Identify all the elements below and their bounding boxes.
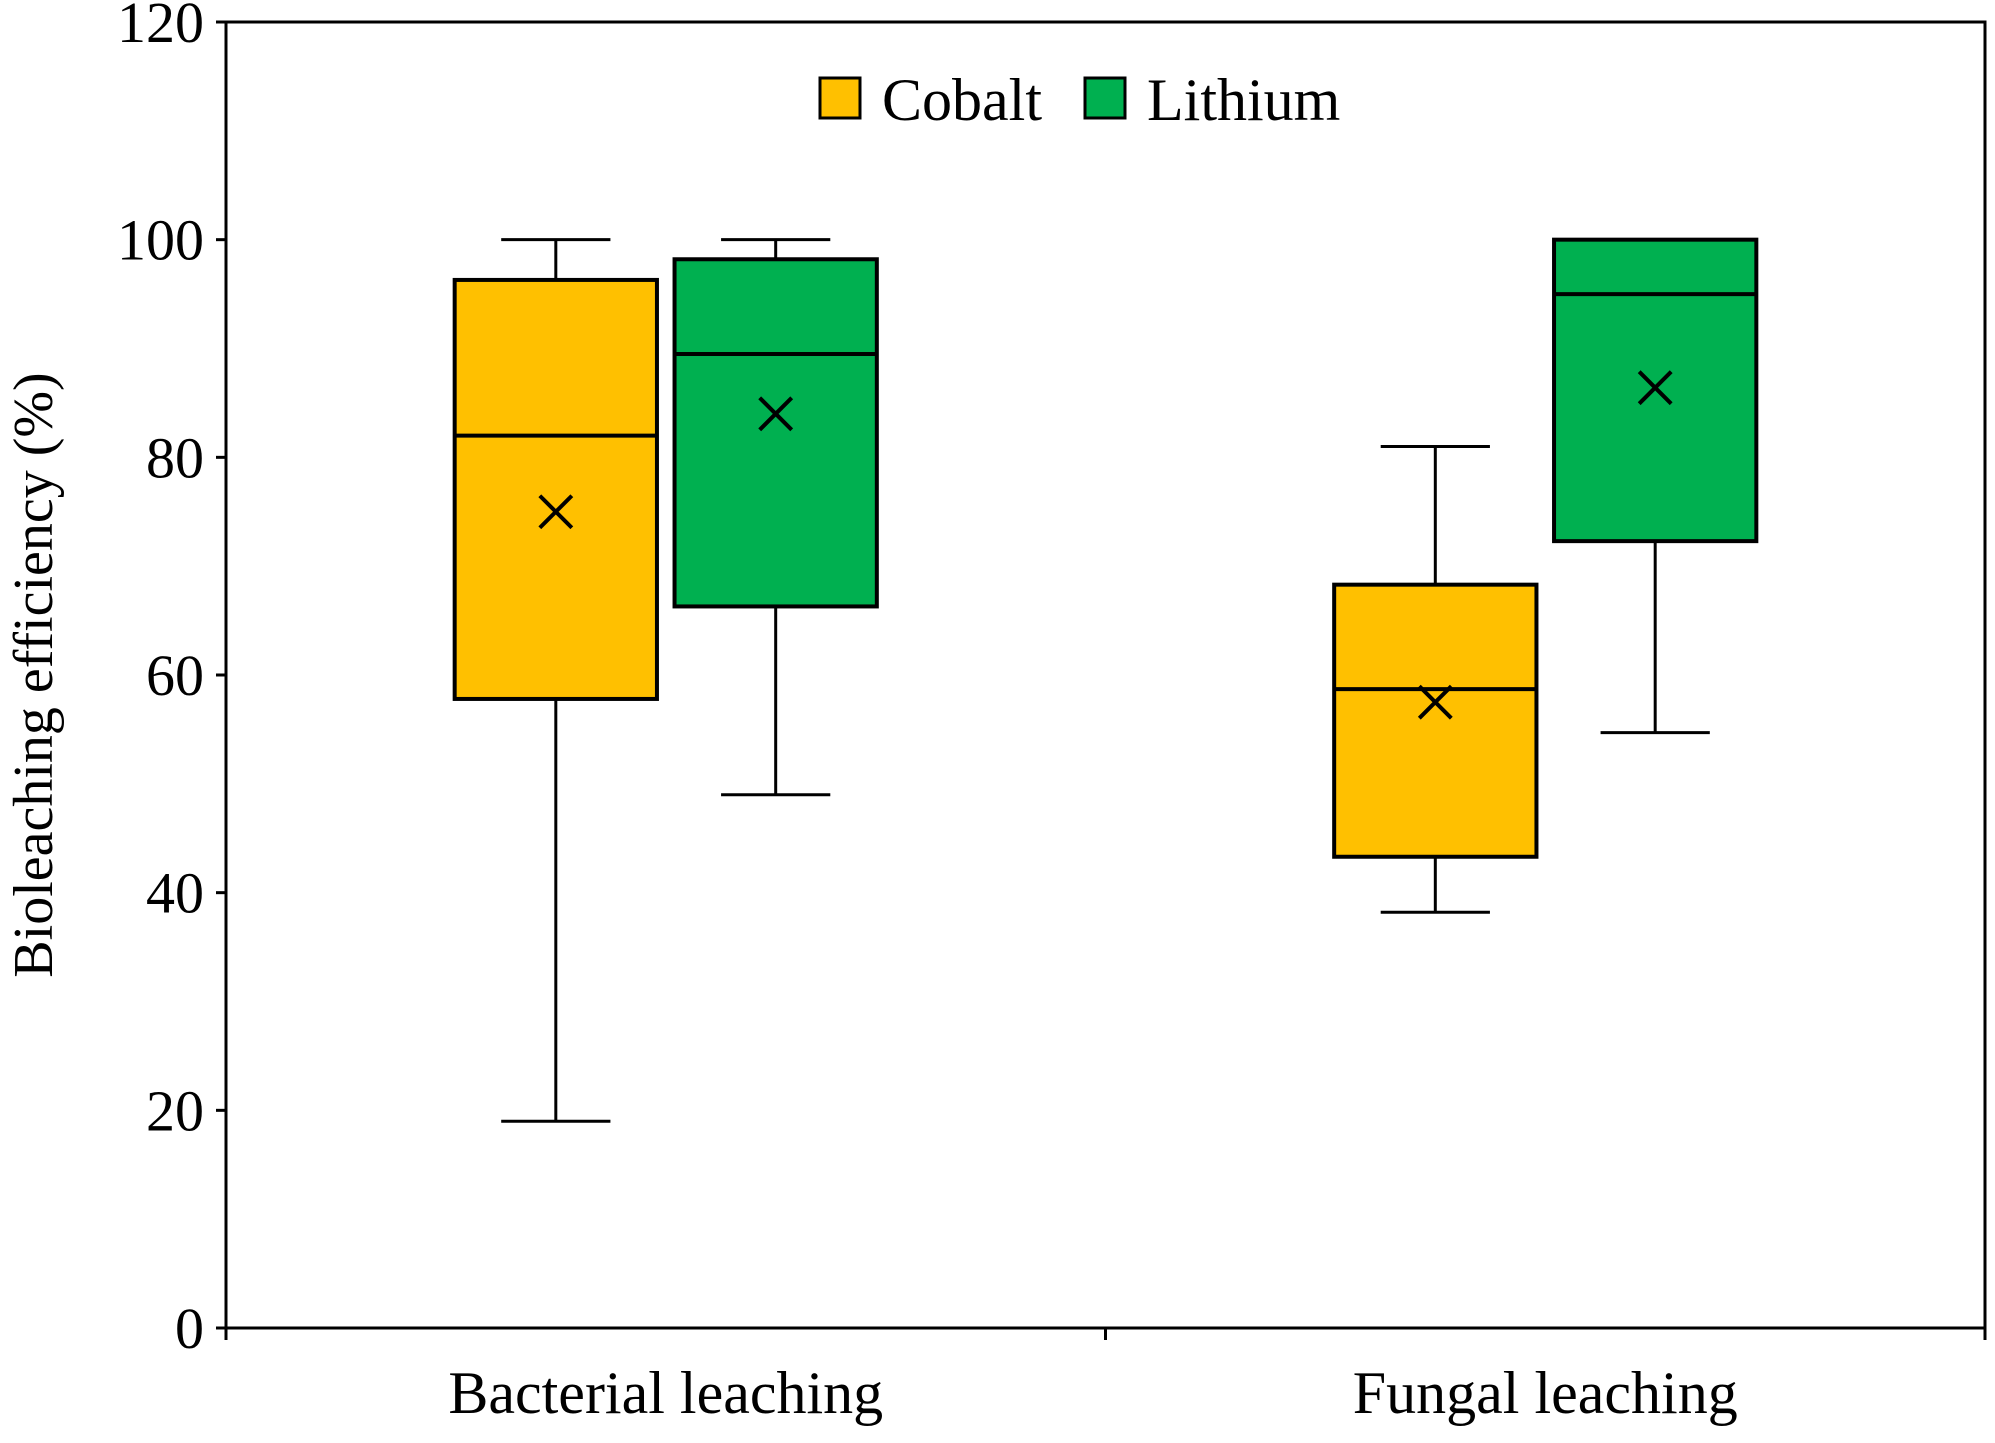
legend-swatch: [818, 76, 862, 120]
y-tick-label: 20: [146, 1078, 204, 1143]
box-cobalt-2: [1332, 444, 1539, 914]
y-tick-label: 40: [146, 861, 204, 926]
mean-marker: [1417, 684, 1453, 720]
legend-swatch: [1083, 76, 1127, 120]
iqr-box: [452, 277, 659, 701]
iqr-box: [1332, 582, 1539, 859]
mean-marker: [538, 494, 574, 530]
legend: Cobalt Lithium: [818, 67, 1340, 133]
y-tick-label: 80: [146, 425, 204, 490]
box-lithium-2: [1552, 237, 1759, 735]
x-category-label: Fungal leaching: [1353, 1360, 1738, 1426]
y-tick-label: 100: [117, 208, 204, 273]
box-cobalt-1: [452, 238, 659, 1123]
y-axis-label: Bioleaching efficiency (%): [3, 372, 65, 977]
legend-label: Lithium: [1147, 67, 1340, 133]
box-lithium-1: [672, 238, 879, 797]
legend-label: Cobalt: [882, 67, 1042, 133]
y-tick-label: 0: [175, 1296, 204, 1361]
iqr-box: [672, 257, 879, 609]
legend-item-cobalt: Cobalt: [818, 67, 1042, 133]
y-tick-label: 60: [146, 643, 204, 708]
y-tick-label: 120: [117, 0, 204, 55]
legend-item-lithium: Lithium: [1083, 67, 1340, 133]
mean-marker: [758, 396, 794, 432]
mean-marker: [1637, 370, 1673, 406]
x-category-label: Bacterial leaching: [448, 1360, 883, 1426]
